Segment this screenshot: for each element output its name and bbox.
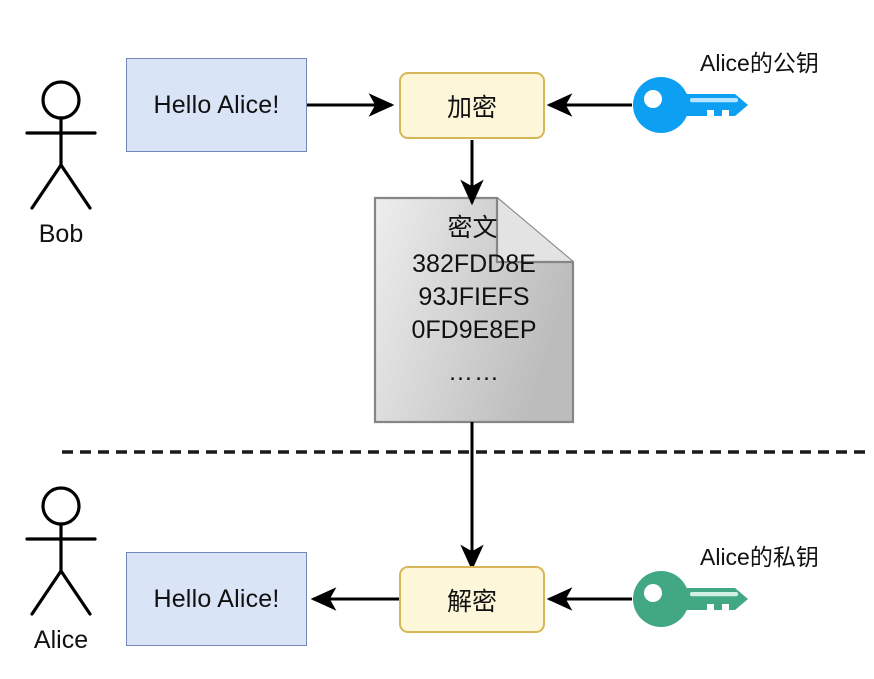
ciphertext-line-2: 93JFIEFS (418, 283, 530, 311)
ciphertext-ellipsis: …… (448, 358, 500, 386)
message-box-plaintext-top[interactable]: Hello Alice! (126, 58, 307, 152)
ciphertext-title: 密文 (447, 214, 498, 242)
stick-figure-icon-bob (25, 80, 97, 210)
key-icon-public (633, 77, 748, 133)
stick-figure-icon-alice (25, 486, 97, 616)
message-text-plaintext-top: Hello Alice! (153, 90, 280, 119)
actor-label-bob: Bob (38, 220, 84, 248)
message-box-plaintext-bottom[interactable]: Hello Alice! (126, 552, 307, 646)
actor-label-alice: Alice (33, 626, 89, 654)
process-label-decrypt: 解密 (446, 587, 497, 616)
process-box-decrypt[interactable]: 解密 (399, 566, 545, 633)
process-label-encrypt: 加密 (446, 93, 497, 122)
key-caption-public: Alice的公钥 (700, 50, 819, 76)
key-icon-private (633, 571, 748, 627)
message-text-plaintext-bottom: Hello Alice! (153, 584, 280, 613)
key-caption-private: Alice的私钥 (700, 544, 819, 570)
ciphertext-document-shape (373, 196, 575, 424)
ciphertext-line-3: 0FD9E8EP (411, 316, 537, 344)
process-box-encrypt[interactable]: 加密 (399, 72, 545, 139)
ciphertext-line-1: 382FDD8E (412, 250, 536, 278)
